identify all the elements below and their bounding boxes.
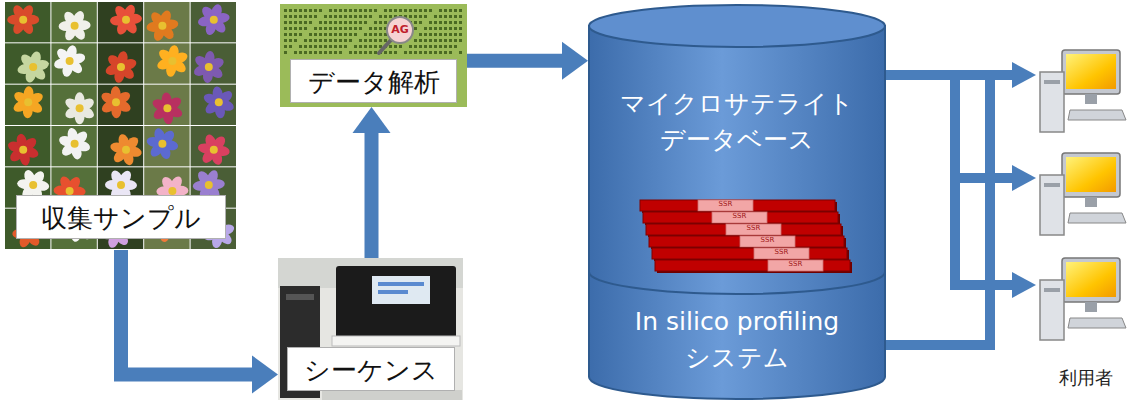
flow-arrow [467,42,588,80]
panel-label: データ解析 [290,59,457,103]
database-cylinder-shape [588,4,886,400]
arrow-shaft [121,250,254,374]
database-title: マイクロサテライト データベース [597,86,877,159]
user-label: 利用者 [1046,366,1126,392]
computer-icon [1040,258,1126,340]
flow-arrow [121,250,278,393]
sample-photo-panel: 収集サンプル [5,2,237,250]
sequencer-photo-panel: シーケンス [278,258,463,400]
database-cylinder: マイクロサテライト データベース In silico profiling システム [588,4,886,400]
output-arrows [886,62,1036,345]
computer-icon [1040,153,1126,235]
arrow-shaft [467,54,564,68]
arrow-head [252,355,278,393]
panel-label: シーケンス [287,347,455,391]
computer-icon [1040,50,1126,132]
flow-arrow [353,107,391,258]
arrow-head [562,42,588,80]
panel-label: 収集サンプル [16,195,226,239]
arrow-head [353,107,391,133]
analysis-panel: データ解析 [280,4,467,107]
arrow-shaft [365,131,379,258]
system-title: In silico profiling システム [597,304,877,377]
